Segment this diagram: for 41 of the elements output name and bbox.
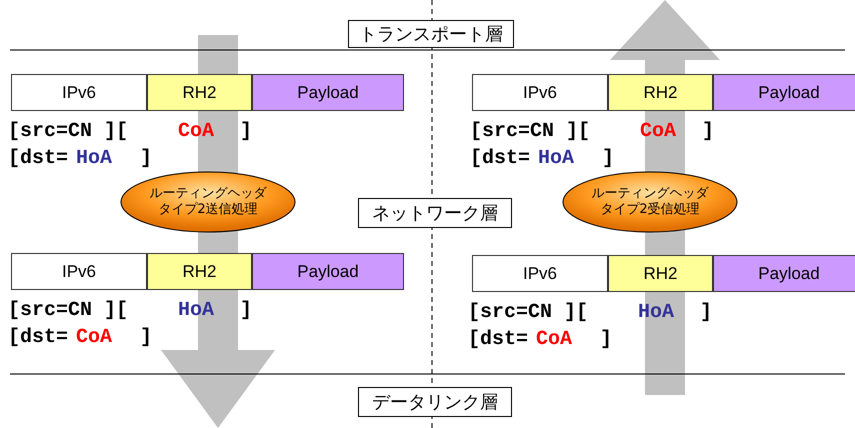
- header-field: RH2: [608, 255, 713, 292]
- address-text: [src=CN ][: [8, 122, 128, 142]
- address-text: [src=CN ][: [470, 122, 590, 142]
- process-label: ルーティングヘッダタイプ2送信処理: [148, 186, 268, 218]
- address-text: HoA: [178, 301, 214, 321]
- header-field: Payload: [713, 74, 855, 111]
- address-text: [dst=: [468, 330, 528, 350]
- address-text: [src=CN ][: [8, 301, 128, 321]
- address-text: ]: [600, 330, 612, 350]
- address-text: ]: [702, 122, 714, 142]
- process-label: ルーティングヘッダタイプ2受信処理: [590, 186, 710, 218]
- address-text: ]: [602, 149, 614, 169]
- address-text: CoA: [76, 328, 112, 348]
- header-field: Payload: [252, 74, 404, 111]
- address-text: [dst=: [470, 149, 530, 169]
- address-text: ]: [240, 122, 252, 142]
- header-field: Payload: [713, 255, 855, 292]
- address-text: [dst=: [8, 328, 68, 348]
- address-text: HoA: [76, 149, 112, 169]
- header-field: RH2: [608, 74, 713, 111]
- address-text: HoA: [638, 303, 674, 323]
- address-text: [dst=: [8, 149, 68, 169]
- header-field: IPv6: [11, 74, 147, 111]
- address-text: CoA: [178, 122, 214, 142]
- layer-label-box: トランスポート層: [348, 20, 514, 48]
- header-field: Payload: [252, 253, 404, 290]
- layer-label-box: ネットワーク層: [358, 198, 512, 228]
- address-text: ]: [140, 149, 152, 169]
- header-field: RH2: [147, 253, 252, 290]
- address-text: ]: [240, 301, 252, 321]
- header-field: IPv6: [11, 253, 147, 290]
- address-text: CoA: [640, 122, 676, 142]
- header-field: RH2: [147, 74, 252, 111]
- address-text: CoA: [536, 330, 572, 350]
- header-field: IPv6: [472, 255, 608, 292]
- layer-label-box: データリンク層: [358, 387, 512, 417]
- address-text: ]: [140, 328, 152, 348]
- address-text: ]: [700, 303, 712, 323]
- header-field: IPv6: [472, 74, 608, 111]
- address-text: HoA: [538, 149, 574, 169]
- address-text: [src=CN ][: [468, 303, 588, 323]
